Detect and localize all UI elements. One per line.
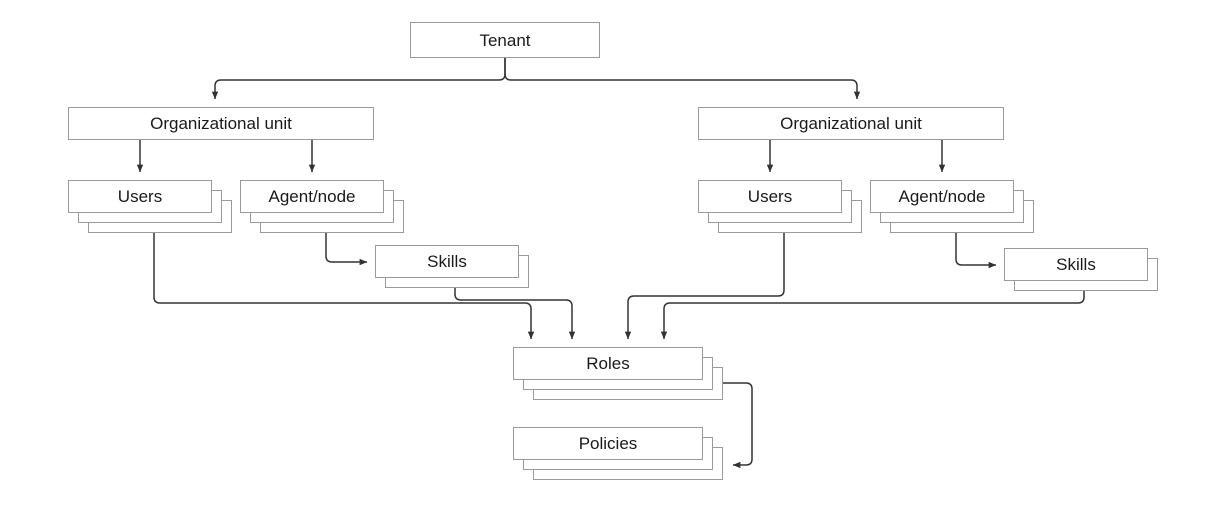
node-roles[interactable]: Roles	[513, 347, 703, 380]
node-agent-node-right[interactable]: Agent/node	[870, 180, 1014, 213]
node-org-unit-right-label: Organizational unit	[780, 114, 922, 133]
node-org-unit-left-label: Organizational unit	[150, 114, 292, 133]
node-roles-label: Roles	[586, 354, 630, 373]
edge-skills-left-to-roles	[454, 288, 576, 340]
node-users-left-label: Users	[117, 187, 163, 206]
node-policies[interactable]: Policies	[513, 427, 703, 460]
node-skills-left[interactable]: Skills	[375, 245, 519, 278]
node-agent-node-right-label: Agent/node	[898, 187, 986, 206]
edge-tenant-to-org-left	[211, 58, 506, 100]
node-policies-label: Policies	[578, 434, 638, 453]
node-tenant[interactable]: Tenant	[410, 22, 600, 58]
node-users-left[interactable]: Users	[68, 180, 212, 213]
node-skills-left-label: Skills	[427, 252, 467, 271]
node-tenant-label: Tenant	[479, 30, 531, 50]
edge-agent-right-to-skills-right	[955, 233, 997, 269]
edge-skills-right-to-roles	[660, 291, 1085, 340]
edge-tenant-to-org-right	[504, 58, 861, 100]
edge-roles-to-policies	[723, 382, 753, 469]
node-agent-node-left[interactable]: Agent/node	[240, 180, 384, 213]
node-org-unit-right[interactable]: Organizational unit	[698, 107, 1004, 140]
edge-agent-left-to-skills-left	[325, 233, 368, 266]
node-skills-right-label: Skills	[1056, 255, 1096, 274]
node-users-right[interactable]: Users	[698, 180, 842, 213]
node-skills-right[interactable]: Skills	[1004, 248, 1148, 281]
edge-users-right-to-roles	[624, 233, 785, 340]
node-org-unit-left[interactable]: Organizational unit	[68, 107, 374, 140]
node-users-right-label: Users	[747, 187, 793, 206]
node-agent-node-left-label: Agent/node	[268, 187, 356, 206]
